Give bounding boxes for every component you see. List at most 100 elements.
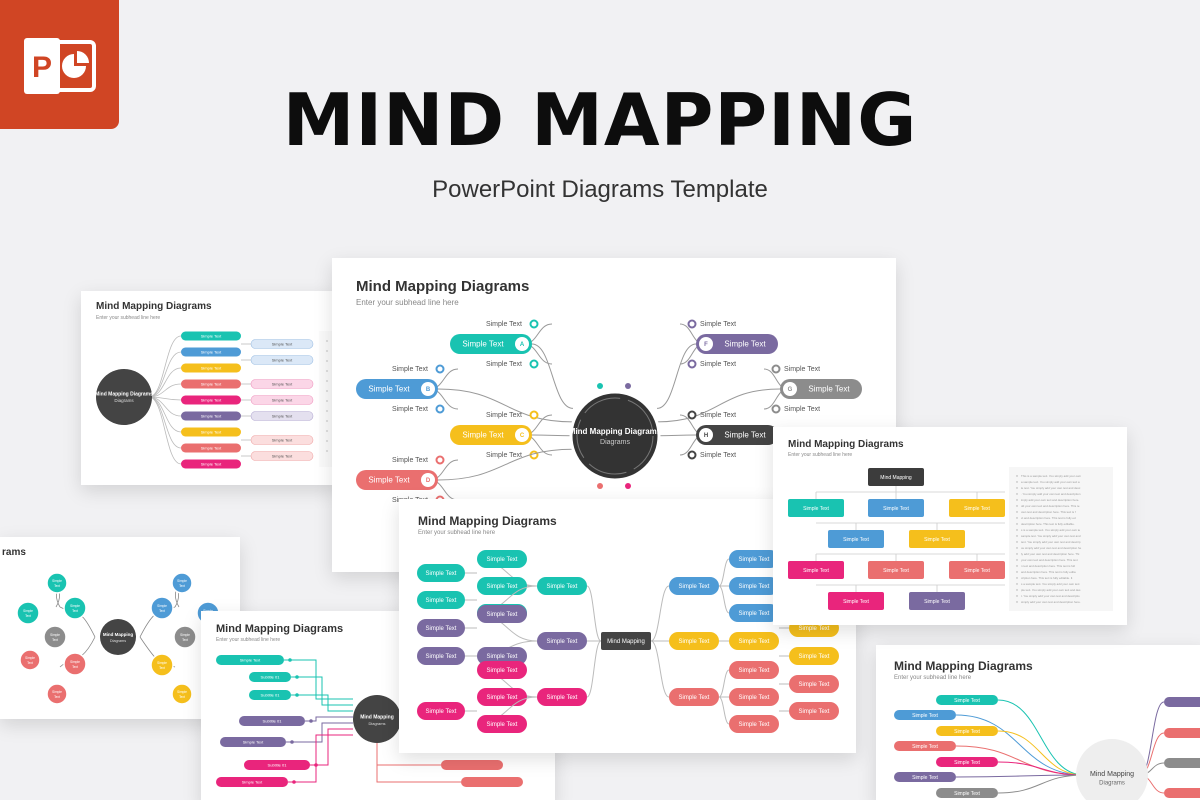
node-label: Simple Text <box>724 431 766 440</box>
node-label: Simple Text <box>843 537 869 543</box>
center-sub: Diagrams <box>1099 781 1125 787</box>
node-label: Simple Text <box>201 462 222 467</box>
node-pill-light <box>250 379 314 389</box>
org-node <box>909 592 965 610</box>
node-pill <box>477 715 527 733</box>
node-pill <box>181 363 241 373</box>
bubble-label: Text <box>182 638 188 642</box>
node-label: Mind Mapping <box>607 639 645 645</box>
node-pill <box>936 726 998 736</box>
notes-line: ou simply add your own text and descript… <box>1021 546 1082 550</box>
connector-line <box>148 335 182 398</box>
node-label: Simple Text <box>201 334 222 339</box>
node-label: Simple Text <box>547 695 578 701</box>
node-pill <box>441 760 503 770</box>
connector-line <box>718 696 730 725</box>
node-label: Simple Text <box>201 414 222 419</box>
bubble-label: Text <box>159 666 165 670</box>
node-label: Simple Text <box>679 639 710 645</box>
node-pill <box>1164 697 1200 707</box>
bubble-label: Text <box>25 614 31 618</box>
node-pill <box>181 443 241 453</box>
node-pill <box>181 379 241 389</box>
center-label: Mind Mapping Diagrams <box>569 427 662 436</box>
node-pill <box>477 647 527 665</box>
connector-line <box>148 396 182 449</box>
notes-line: xt and description here. This text is fu… <box>1021 516 1076 520</box>
node-label: Simple Text <box>392 457 428 464</box>
page-title: MIND MAPPING <box>282 78 918 162</box>
connector-line <box>284 659 353 700</box>
bullet-dot <box>1016 559 1018 561</box>
node-pill <box>789 647 839 665</box>
connector-line <box>955 774 1085 778</box>
node-ring-dot <box>435 404 445 414</box>
notes-line: . You simply add your own text and descr… <box>1021 492 1081 496</box>
node-pill <box>216 655 284 665</box>
node-label: Simple Text <box>487 722 518 728</box>
bullet-dot <box>326 390 328 392</box>
node-label: Simple Text <box>272 342 293 347</box>
connector-line <box>148 396 182 465</box>
node-label: Simple Text <box>739 695 770 701</box>
bubble-label: Simple <box>177 690 187 694</box>
node-label: Simple Text <box>739 639 770 645</box>
node-pill <box>417 619 465 637</box>
org-node <box>868 468 924 486</box>
node-label: Simple Text <box>272 414 293 419</box>
connector-line <box>718 558 730 587</box>
center-label: Mind Mapping <box>360 714 394 720</box>
letter-badge <box>421 382 435 396</box>
node-label: Simple Text <box>954 698 980 704</box>
notes-line: text. You simply add your own text and d… <box>1021 540 1081 544</box>
node-label: Simple Text <box>799 682 830 688</box>
connector-line <box>286 722 353 743</box>
slide-title: Mind Mapping Diagrams <box>216 623 344 635</box>
bullet-dot <box>1016 547 1018 549</box>
letter-badge <box>783 382 797 396</box>
bullet-dot <box>326 360 328 362</box>
node-label: Simple Text <box>843 599 869 605</box>
node-label: Simple Text <box>201 446 222 451</box>
junction-dot <box>288 658 292 662</box>
node-label: Simple Text <box>426 598 457 604</box>
svg-text:P: P <box>32 51 52 84</box>
hub-dot <box>597 383 603 389</box>
node-label: Simple Text <box>392 406 428 413</box>
center-node <box>100 619 136 655</box>
connector-line <box>718 669 730 698</box>
node-ring-dot <box>529 410 539 420</box>
bubble-label: Simple <box>52 690 62 694</box>
node-label: Simple Text <box>700 452 736 459</box>
notes-line: your own text and description here. This… <box>1021 558 1078 562</box>
notes-line: own text and description here. This text… <box>1021 510 1076 514</box>
node-pill <box>417 647 465 665</box>
node-ring-dot <box>529 359 539 369</box>
notes-panel <box>1009 467 1113 611</box>
notes-line: description here. This text is fully edi… <box>1021 522 1075 526</box>
junction-dot <box>309 719 313 723</box>
slide-subtitle: Enter your subhead line here <box>96 315 161 321</box>
node-label: Simple Text <box>426 571 457 577</box>
node-label: Simple Text <box>201 350 222 355</box>
junction-dot <box>290 740 294 744</box>
node-pill <box>894 772 956 782</box>
bubble-label: Simple <box>25 656 35 660</box>
node-pill <box>729 661 779 679</box>
bullet-dot <box>1016 553 1018 555</box>
connector-line <box>288 734 353 783</box>
node-pill <box>696 425 778 445</box>
node-label: Simple Text <box>272 438 293 443</box>
notes-line: ly add your own text and description her… <box>1021 552 1080 556</box>
node-pill <box>216 777 288 787</box>
slide-subtitle: Enter your subhead line here <box>418 530 496 536</box>
